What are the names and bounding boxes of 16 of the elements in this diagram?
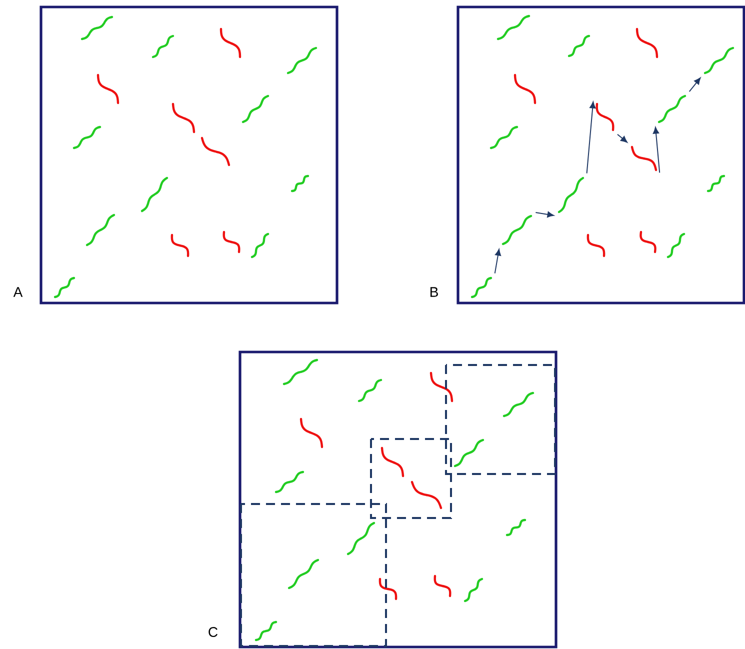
squiggle (658, 94, 686, 124)
arrow (494, 248, 502, 274)
panel-label: A (13, 287, 23, 297)
arrow (535, 211, 554, 218)
squiggle (470, 276, 492, 298)
squiggle (558, 176, 584, 214)
arrow (616, 134, 628, 143)
squiggle (630, 146, 658, 172)
arrow (586, 102, 596, 174)
panel-label: B (430, 287, 438, 297)
squiggle (704, 46, 734, 74)
squiggle (502, 214, 532, 246)
arrow (652, 126, 660, 174)
arrow (688, 78, 701, 92)
squiggle (596, 102, 614, 132)
panel-label: C (208, 627, 218, 637)
